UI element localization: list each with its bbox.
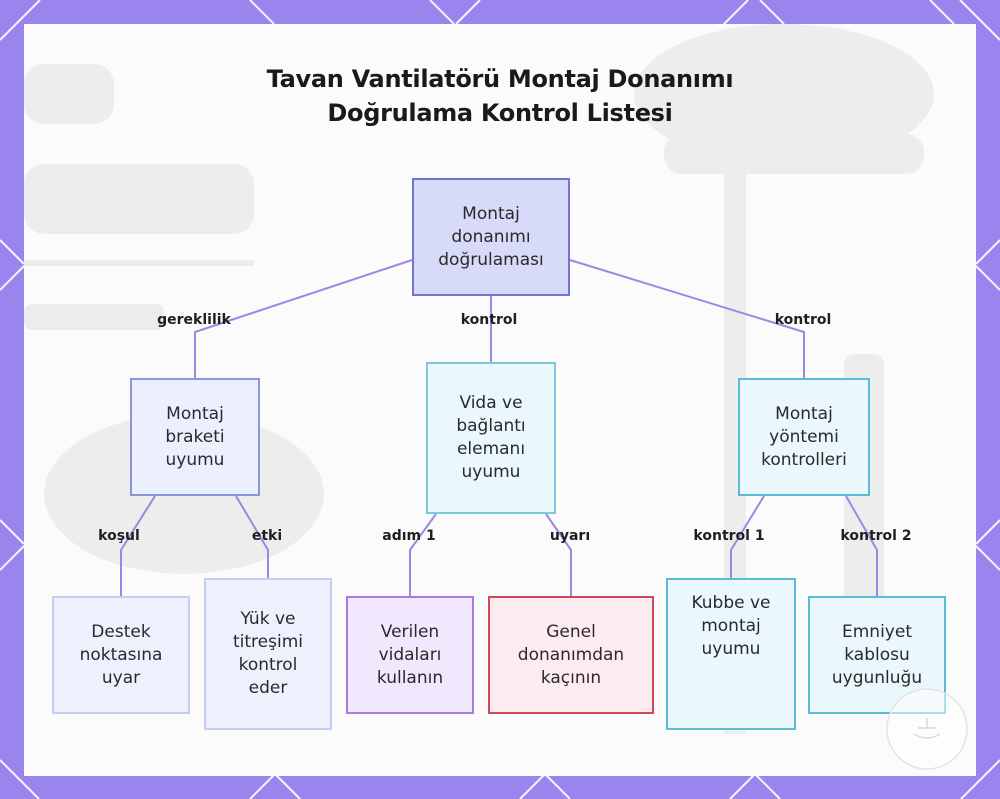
node-screws-line: elemanı bbox=[456, 439, 526, 459]
node-bracket-compatibility: Montaj braketi uyumu bbox=[130, 378, 260, 496]
edge-bracket-load bbox=[235, 495, 269, 578]
title-line-2: Doğrulama Kontrol Listesi bbox=[327, 99, 673, 127]
node-cable-line: uygunluğu bbox=[831, 667, 923, 688]
edge-label-requirement: gereklilik bbox=[157, 312, 231, 328]
node-load-line: titreşimi bbox=[233, 632, 303, 652]
node-load-line: eder bbox=[248, 678, 288, 698]
node-support-line: uyar bbox=[101, 667, 141, 688]
edge-label-step1: adım 1 bbox=[382, 528, 436, 544]
edge-label-check1: kontrol 1 bbox=[693, 528, 765, 544]
edge-label-condition: koşul bbox=[98, 528, 140, 544]
node-general-line: kaçının bbox=[540, 667, 602, 688]
node-given-line: vidaları bbox=[378, 644, 442, 665]
node-cable-line: kablosu bbox=[844, 644, 910, 665]
node-root-line: doğrulaması bbox=[438, 249, 544, 270]
node-controls-load-vibration: Yük ve titreşimi kontrol eder bbox=[204, 578, 332, 730]
edge-label-control-mid: kontrol bbox=[460, 312, 518, 328]
node-safety-cable-suitability: Emniyet kablosu uygunluğu bbox=[808, 596, 946, 714]
node-bracket-line: Montaj bbox=[166, 403, 224, 424]
node-dome-line: montaj bbox=[701, 616, 761, 636]
node-root-mounting-hardware-verification: Montaj donanımı doğrulaması bbox=[412, 178, 570, 296]
node-general-line: donanımdan bbox=[517, 644, 625, 665]
node-use-provided-screws: Verilen vidaları kullanın bbox=[346, 596, 474, 714]
node-given-line: kullanın bbox=[376, 667, 444, 688]
edge-method-cable bbox=[845, 495, 878, 596]
edge-label-check2: kontrol 2 bbox=[840, 528, 912, 544]
watermark-badge-icon bbox=[886, 688, 968, 770]
node-method-line: kontrolleri bbox=[761, 449, 847, 470]
edge-label-effect: etki bbox=[251, 528, 283, 544]
title-line-1: Tavan Vantilatörü Montaj Donanımı bbox=[266, 65, 734, 93]
node-method-line: Montaj bbox=[775, 403, 833, 424]
node-avoid-generic-hardware: Genel donanımdan kaçının bbox=[488, 596, 654, 714]
edge-bracket-support bbox=[120, 495, 156, 596]
edge-screws-general bbox=[545, 513, 572, 596]
edge-root-bracket bbox=[194, 259, 413, 378]
node-dome-mount-compatibility: Kubbe ve montaj uyumu bbox=[666, 578, 796, 730]
node-root-line: Montaj bbox=[462, 203, 520, 224]
node-screw-fastener-compatibility: Vida ve bağlantı elemanı uyumu bbox=[426, 362, 556, 514]
node-general-line: Genel bbox=[546, 621, 596, 642]
node-given-line: Verilen bbox=[380, 621, 440, 642]
node-dome-line: uyumu bbox=[701, 639, 761, 659]
node-fits-support-point: Destek noktasına uyar bbox=[52, 596, 190, 714]
node-load-line: Yük ve bbox=[240, 609, 296, 629]
node-dome-line: Kubbe ve bbox=[691, 593, 771, 613]
edge-screws-given bbox=[409, 513, 437, 596]
node-root-line: donanımı bbox=[451, 226, 531, 247]
edge-label-warning: uyarı bbox=[549, 528, 591, 544]
edge-label-control-right: kontrol bbox=[774, 312, 832, 328]
node-bracket-line: braketi bbox=[165, 426, 225, 447]
edge-root-method bbox=[569, 259, 805, 378]
diagram-title: Tavan Vantilatörü Montaj Donanımı Doğrul… bbox=[0, 62, 1000, 130]
node-load-line: kontrol bbox=[238, 655, 298, 675]
node-screws-line: uyumu bbox=[461, 462, 521, 482]
node-cable-line: Emniyet bbox=[842, 621, 912, 642]
node-support-line: noktasına bbox=[79, 644, 163, 665]
node-mounting-method-checks: Montaj yöntemi kontrolleri bbox=[738, 378, 870, 496]
node-method-line: yöntemi bbox=[769, 426, 839, 447]
node-screws-line: Vida ve bbox=[459, 393, 523, 413]
node-screws-line: bağlantı bbox=[456, 416, 526, 436]
edge-method-dome bbox=[730, 495, 765, 578]
node-support-line: Destek bbox=[91, 621, 151, 642]
node-bracket-line: uyumu bbox=[165, 449, 225, 470]
